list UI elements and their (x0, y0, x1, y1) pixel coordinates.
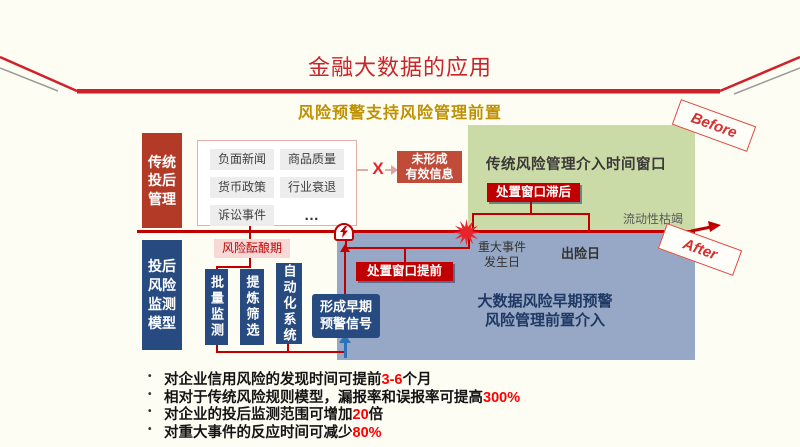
advance-bracket (345, 236, 470, 249)
bullet-dot: • (148, 423, 152, 435)
blue-connector-line (344, 342, 347, 358)
bullet-item: • 对重大事件的反应时间可减少80% (148, 421, 708, 441)
signal-chip: 诉讼事件 (210, 205, 274, 226)
bullet-item: • 相对于传统风险规则模型，漏报率和误报率可提高300% (148, 386, 708, 406)
signal-chip: 货币政策 (210, 177, 274, 198)
lag-bracket-tick (530, 202, 532, 213)
summary-bullets: • 对企业信用风险的发现时间可提前3-6个月 • 相对于传统风险规则模型，漏报率… (148, 368, 708, 441)
major-event-label: 重大事件 发生日 (477, 240, 526, 269)
monitoring-model-box: 投后 风险 监测 模型 (142, 240, 182, 350)
blue-arrow-up-icon (339, 334, 351, 343)
timeline-arrow-icon (691, 221, 721, 233)
traditional-window-panel (468, 125, 695, 233)
pillar-refine-screening: 提炼筛选 (240, 269, 264, 345)
signal-to-alarm-line (344, 252, 346, 295)
bullet-dot: • (148, 371, 152, 382)
bullet-dot: • (148, 406, 152, 417)
bullet-dot: • (148, 388, 152, 400)
pillar-batch-monitoring: 批量监测 (205, 269, 228, 345)
connector-line (287, 342, 289, 352)
bigdata-panel (337, 233, 695, 360)
bigdata-panel-title: 大数据风险早期预警 风险管理前置介入 (477, 293, 613, 329)
lag-bracket (472, 213, 590, 230)
page-title: 金融大数据的应用 (307, 55, 492, 80)
signal-chip: 负面新闻 (210, 149, 274, 170)
connector-line (216, 266, 251, 268)
no-valid-info-box: 未形成 有效信息 (397, 151, 462, 183)
window-advance-chip: 处置窗口提前 (356, 262, 453, 281)
ellipsis-label: … (304, 207, 320, 224)
risk-day-label: 出险日 (561, 246, 601, 261)
arrow-up-icon (340, 244, 350, 252)
advance-bracket-tick (404, 247, 406, 262)
bullet-item: • 对企业的投后监测范围可增加20倍 (148, 403, 708, 423)
pillar-automation-system: 自动化系统 (276, 263, 302, 344)
arrow-right-icon (391, 165, 398, 175)
event-starburst-icon (453, 219, 480, 246)
timeline (137, 230, 695, 233)
signal-chip: 商品质量 (280, 149, 344, 170)
liquidity-note: 流动性枯竭 (623, 212, 684, 226)
traditional-post-investment-box: 传统 投后 管理 (142, 133, 182, 228)
connector-line (216, 351, 347, 353)
risk-brewing-chip: 风险酝酿期 (214, 239, 290, 258)
cross-mark-icon: X (372, 159, 384, 178)
header-divider (0, 55, 800, 95)
section-subtitle: 风险预警支持风险管理前置 (297, 105, 502, 122)
dashed-connector (385, 169, 393, 171)
dashed-connector (357, 169, 368, 171)
signal-chip: 行业衰退 (280, 177, 344, 198)
alarm-icon (334, 223, 354, 241)
early-signal-box: 形成早期 预警信号 (312, 294, 380, 338)
window-lag-chip: 处置窗口滞后 (487, 183, 580, 202)
bullet-item: • 对企业信用风险的发现时间可提前3-6个月 (148, 368, 708, 388)
traditional-window-title: 传统风险管理介入时间窗口 (486, 157, 666, 173)
signal-items-box: 负面新闻 商品质量 货币政策 行业衰退 诉讼事件 … (197, 140, 357, 226)
